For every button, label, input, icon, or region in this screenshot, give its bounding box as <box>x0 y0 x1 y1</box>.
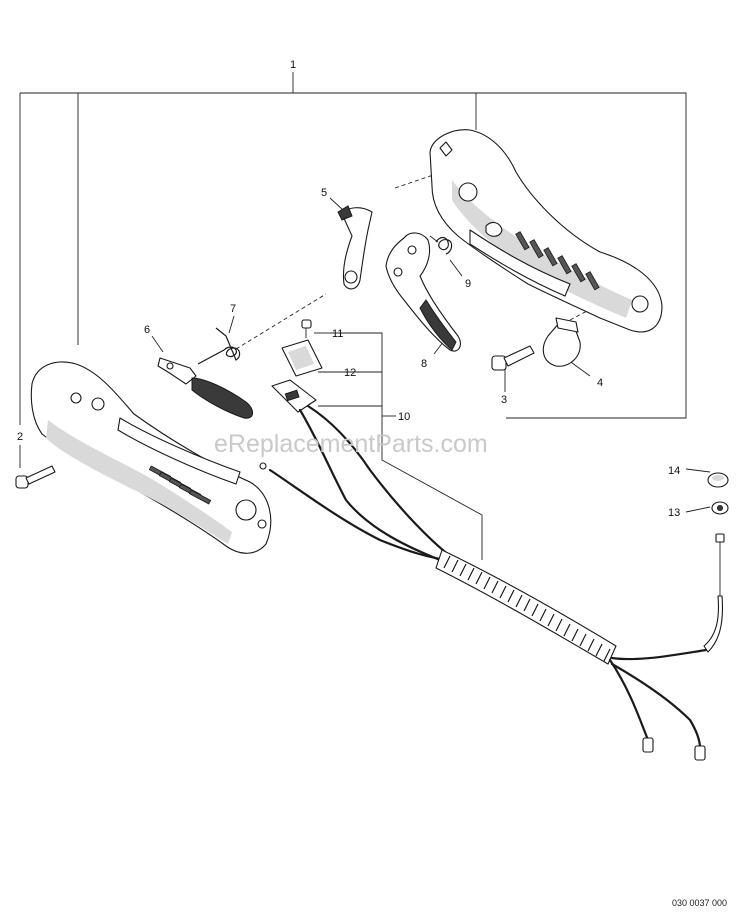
lever-with-pad <box>157 357 253 419</box>
callout-8: 8 <box>421 358 427 370</box>
callout-9: 9 <box>465 278 471 290</box>
torsion-spring <box>197 327 241 365</box>
switch-and-harness <box>259 379 725 761</box>
callout-labels: 1 2 3 4 5 6 7 8 9 10 11 12 13 14 <box>17 59 680 519</box>
callout-13: 13 <box>668 507 680 519</box>
bolt-3 <box>491 345 535 371</box>
nut-13 <box>711 501 729 515</box>
callout-10: 10 <box>398 411 410 423</box>
callout-4: 4 <box>597 377 603 389</box>
callout-2: 2 <box>17 431 23 443</box>
callout-5: 5 <box>321 187 327 199</box>
bolt-2 <box>15 465 56 489</box>
spring-small <box>429 235 453 255</box>
nut-14 <box>707 472 729 488</box>
front-handle-housing <box>30 361 272 554</box>
callout-6: 6 <box>144 324 150 336</box>
callout-14: 14 <box>668 465 680 477</box>
clamp-band <box>542 317 581 367</box>
throttle-trigger <box>385 232 461 352</box>
callout-3: 3 <box>501 394 507 406</box>
rear-handle-housing <box>429 129 663 333</box>
callout-12: 12 <box>344 367 356 379</box>
drawing-code: 030 0037 000 <box>672 898 727 908</box>
lockout-lever <box>337 205 373 290</box>
callout-11: 11 <box>332 328 343 340</box>
callout-7: 7 <box>230 303 236 315</box>
small-screw <box>301 319 312 338</box>
watermark-text: eReplacementParts.com <box>214 430 488 458</box>
cable-clamp <box>281 339 323 377</box>
callout-1: 1 <box>290 59 296 71</box>
